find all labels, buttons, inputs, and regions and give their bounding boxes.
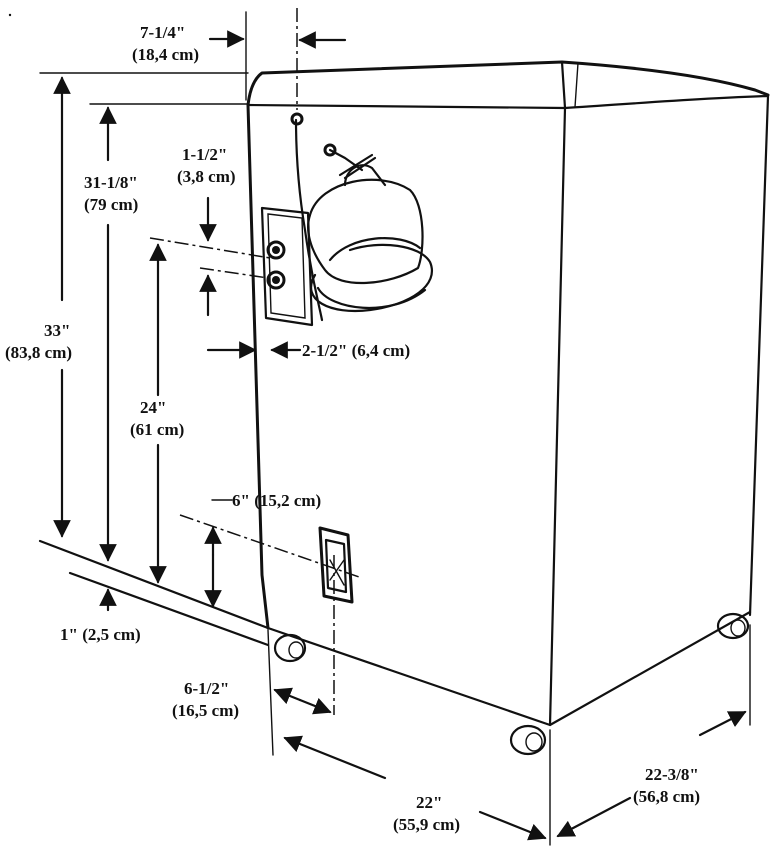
scan-speck — [8, 13, 12, 17]
cabinet-outline — [246, 60, 770, 727]
width-metric: (55,9 cm) — [393, 815, 460, 834]
rear-vent — [318, 526, 354, 604]
floor-lines — [38, 539, 270, 647]
dimension-labels: 7-1/4" (18,4 cm) 33" (83,8 cm) 31-1/8" (… — [5, 23, 700, 834]
dimension-arrows — [53, 30, 747, 841]
vent-height-label: 6" (15,2 cm) — [232, 491, 321, 510]
connector-panel — [260, 206, 314, 327]
offset-top-metric: (18,4 cm) — [132, 45, 199, 64]
height-total-imperial: 33" — [44, 321, 70, 340]
caster-wheels — [273, 612, 750, 756]
vent-offset-imperial: 6-1/2" — [184, 679, 229, 698]
hose-coil — [290, 112, 433, 322]
vent-offset-metric: (16,5 cm) — [172, 701, 239, 720]
connector-spacing-metric: (3,8 cm) — [177, 167, 236, 186]
center-lines — [149, 8, 363, 715]
connector-spacing-imperial: 1-1/2" — [182, 145, 227, 164]
offset-top-imperial: 7-1/4" — [140, 23, 185, 42]
depth-imperial: 22-3/8" — [645, 765, 699, 784]
connector-height-imperial: 24" — [140, 398, 166, 417]
base-clearance-label: 1" (2,5 cm) — [60, 625, 141, 644]
height-total-metric: (83,8 cm) — [5, 343, 72, 362]
connector-height-metric: (61 cm) — [130, 420, 184, 439]
height-top-edge-imperial: 31-1/8" — [84, 173, 138, 192]
width-imperial: 22" — [416, 793, 442, 812]
connector-offset-label: 2-1/2" (6,4 cm) — [302, 341, 410, 360]
depth-metric: (56,8 cm) — [633, 787, 700, 806]
height-top-edge-metric: (79 cm) — [84, 195, 138, 214]
extension-lines — [39, 11, 751, 846]
